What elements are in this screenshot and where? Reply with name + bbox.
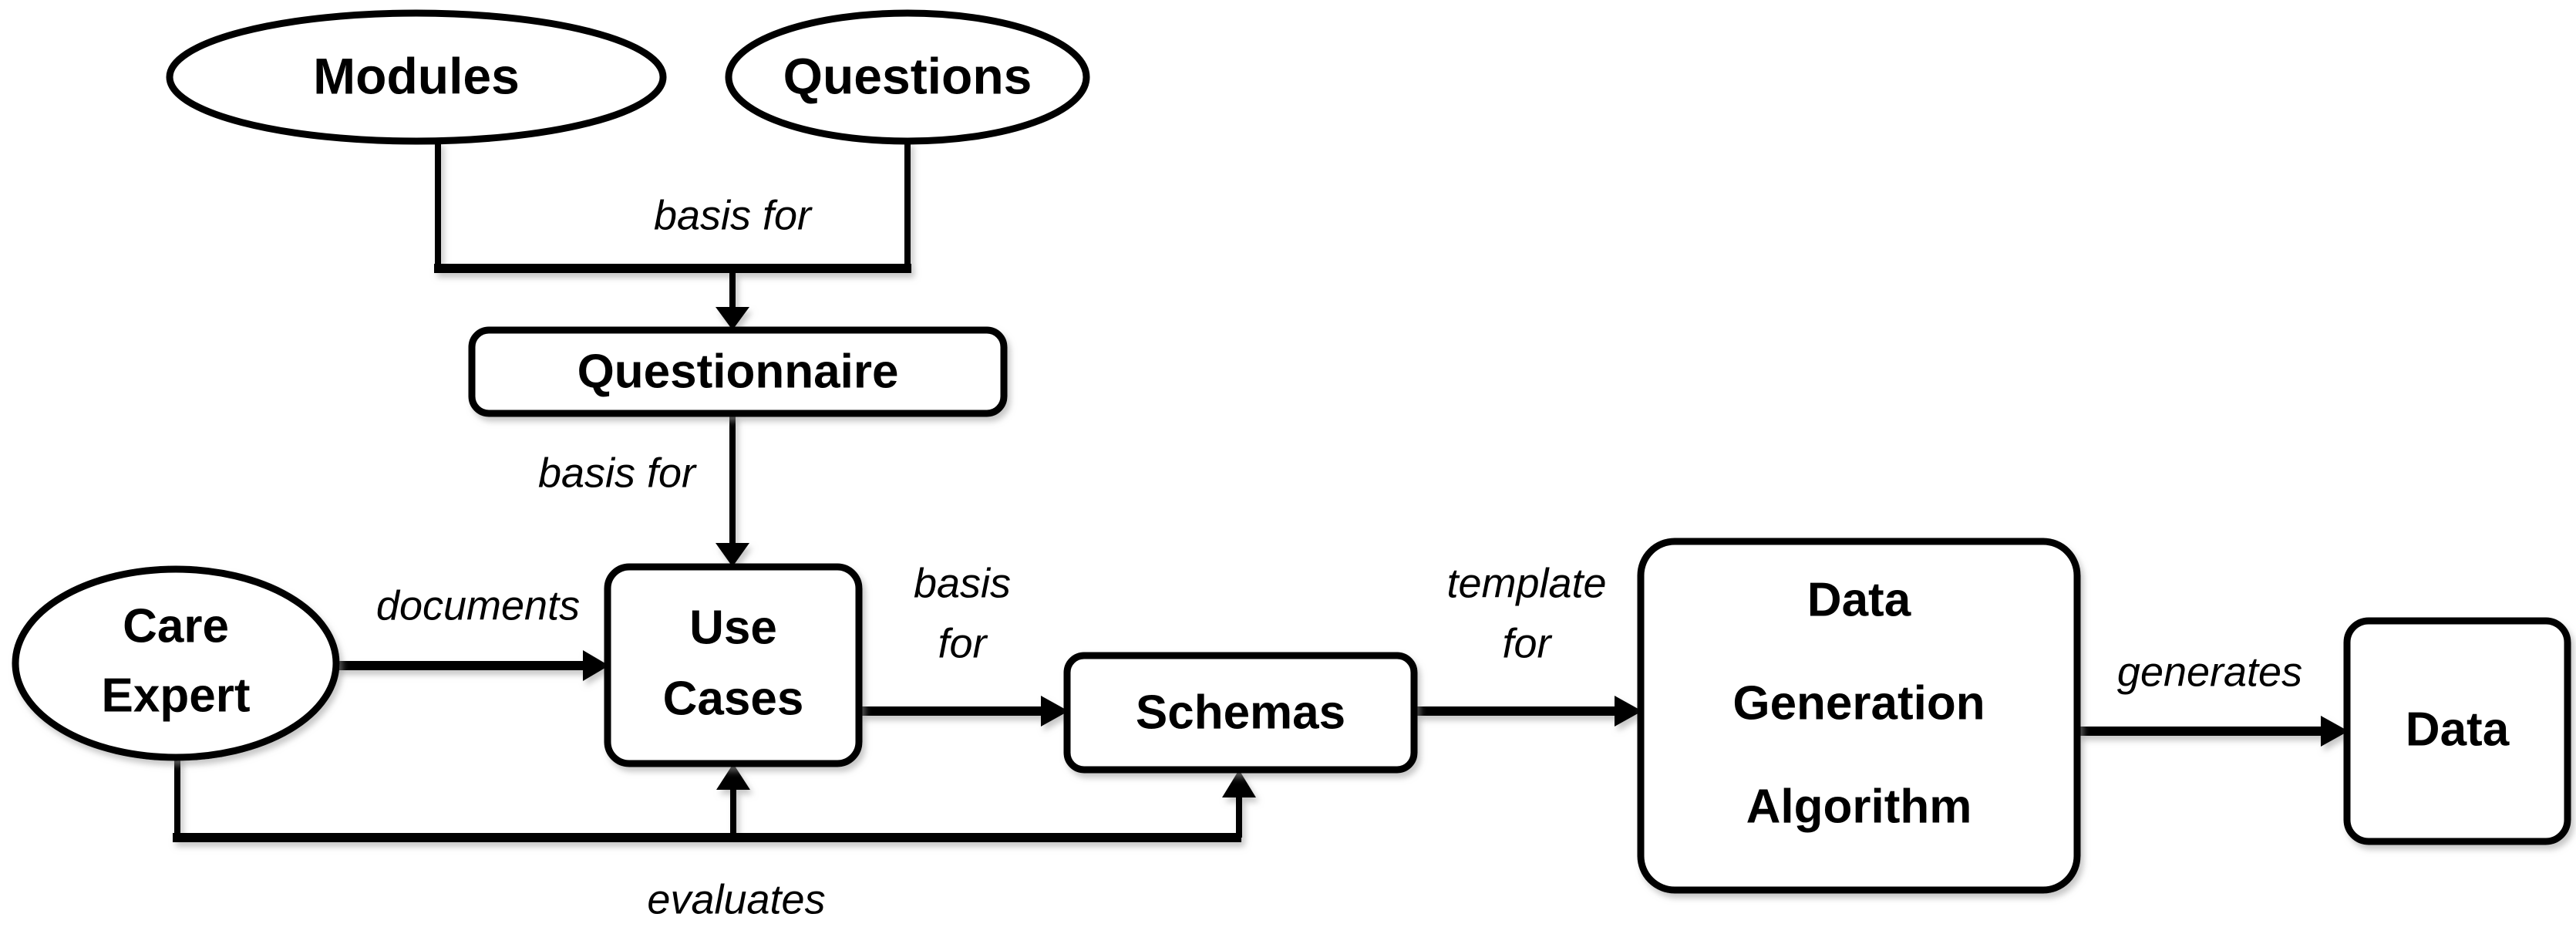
dga-label-line2: Generation: [1732, 676, 1985, 730]
arrowhead-into-use-cases-left: [583, 650, 609, 681]
modules-ellipse[interactable]: [166, 9, 667, 145]
care-expert-label-line2: Expert: [102, 669, 251, 722]
arrowhead-into-schemas-left: [1041, 696, 1069, 727]
edge-label-basis-for-questionnaire: basis for: [654, 192, 813, 238]
edge-label-documents: documents: [376, 582, 580, 629]
care-expert-label-line1: Care: [123, 599, 229, 652]
questionnaire-box[interactable]: [468, 326, 1008, 417]
arrowhead-into-use-cases-top: [716, 543, 749, 567]
questions-ellipse[interactable]: [725, 9, 1090, 145]
edge-label-template-for-line1: template: [1446, 560, 1606, 606]
care-expert-ellipse[interactable]: [12, 565, 340, 761]
arrowhead-into-questionnaire: [716, 307, 749, 330]
dga-label-line1: Data: [1807, 573, 1911, 626]
node-care-expert[interactable]: Care Expert: [12, 565, 340, 761]
data-label: Data: [2406, 703, 2510, 756]
edge-basis-for-questionnaire: [434, 141, 911, 330]
arrowhead-into-use-cases-bottom: [716, 764, 750, 790]
edge-label-evaluates: evaluates: [647, 876, 825, 922]
node-questionnaire[interactable]: Questionnaire: [468, 326, 1008, 417]
edge-label-generates: generates: [2117, 649, 2302, 695]
node-data[interactable]: Data: [2343, 617, 2571, 845]
arrowhead-into-data-left: [2321, 716, 2349, 747]
node-modules[interactable]: Modules: [166, 9, 667, 145]
schemas-label: Schemas: [1136, 686, 1345, 739]
schemas-box[interactable]: [1063, 652, 1418, 774]
edge-label-basis-for-schemas-line1: basis: [914, 560, 1011, 606]
edge-label-template-for-line2: for: [1502, 620, 1552, 666]
edge-documents: [333, 650, 609, 681]
edge-label-basis-for-schemas-line2: for: [938, 620, 988, 666]
arrowhead-into-schemas-bottom: [1222, 770, 1256, 797]
data-box[interactable]: [2343, 617, 2571, 845]
use-cases-label-line2: Cases: [663, 672, 804, 725]
node-questions[interactable]: Questions: [725, 9, 1090, 145]
data-generation-algorithm-box[interactable]: [1637, 538, 2081, 894]
dga-label-line3: Algorithm: [1746, 780, 1972, 833]
edge-evaluates-feedback: [173, 754, 1256, 842]
node-schemas[interactable]: Schemas: [1063, 652, 1418, 774]
edge-basis-for-use-cases: [716, 413, 749, 567]
edge-generates: [2077, 716, 2349, 747]
arrowhead-into-dga-left: [1615, 696, 1642, 727]
node-data-generation-algorithm[interactable]: Data Generation Algorithm: [1637, 538, 2081, 894]
edge-template-for: [1414, 696, 1642, 727]
use-cases-box[interactable]: [604, 563, 863, 767]
edge-label-basis-for-use-cases: basis for: [538, 450, 697, 496]
edge-basis-for-schemas: [859, 696, 1069, 727]
modules-label: Modules: [313, 47, 520, 104]
node-use-cases[interactable]: Use Cases: [604, 563, 863, 767]
questions-label: Questions: [783, 47, 1032, 104]
use-cases-label-line1: Use: [689, 601, 777, 654]
questionnaire-label: Questionnaire: [577, 345, 899, 398]
